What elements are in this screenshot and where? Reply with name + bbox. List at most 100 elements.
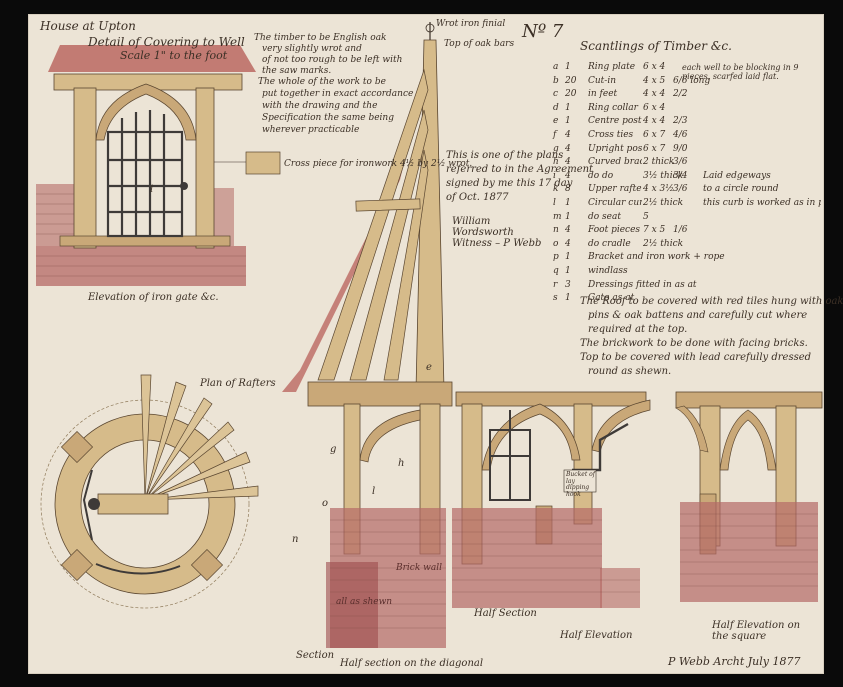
gate-roof	[48, 45, 256, 72]
schedule-cell-size: 7 x 5	[643, 225, 666, 236]
letter-o: o	[322, 498, 329, 509]
schedule-cell-mark: h	[553, 157, 559, 168]
letter-k: i	[150, 184, 154, 195]
schedule-cell-mark: f	[553, 129, 557, 140]
label-bottom-centre: Half section on the diagonal	[340, 658, 484, 669]
schedule-cell-size: 2½ thick	[643, 197, 684, 208]
half-section-brick-base	[600, 568, 640, 608]
footer-note-2: pins & oak battens and carefully cut whe…	[588, 310, 808, 321]
schedule-cell-mark: k	[553, 184, 559, 195]
schedule-cell-qty: 4	[565, 170, 571, 181]
schedule-cell-mark: l	[553, 197, 556, 208]
schedule-cell-note: to a circle round	[703, 184, 779, 195]
letter-g: g	[330, 444, 337, 455]
schedule-cell-mark: p	[553, 252, 559, 263]
timber-spec-1: The timber to be English oak	[254, 33, 387, 43]
spire-rafters	[317, 68, 429, 381]
schedule-cell-length: 4/6	[673, 129, 688, 140]
signature: William Wordsworth Witness – P Webb	[452, 216, 542, 249]
plan-gate-iron	[82, 469, 181, 575]
schedule-heading: Scantlings of Timber &c.	[580, 39, 732, 53]
schedule-cell-name: Gate as at	[588, 293, 635, 304]
schedule-cell-name: do cradle	[588, 238, 631, 249]
schedule-cell-qty: 1	[565, 102, 571, 113]
schedule-cell-note: this curb is worked as in plan	[703, 197, 821, 208]
title-line-2: Detail of Covering to Well	[88, 35, 245, 49]
plan-centre-post	[97, 493, 169, 515]
letter-l: l	[372, 486, 376, 497]
schedule-cell-note: Laid edgeways	[703, 170, 771, 181]
schedule-cell-qty: 1	[565, 265, 571, 276]
signature-line-2: referred to in the Agreement	[446, 164, 594, 175]
spire-section	[282, 22, 453, 648]
schedule-cell-qty: 4	[565, 238, 571, 249]
schedule-cell-name: Foot pieces	[588, 225, 641, 236]
schedule-cell-qty: 1	[565, 197, 571, 208]
footer-note-3: required at the top.	[588, 324, 688, 335]
framing-spec-2: put together in exact accordance	[262, 89, 414, 99]
schedule-cell-length: 3/6	[673, 157, 688, 168]
schedule-cell-qty: 8	[565, 184, 571, 195]
footer-note-4: The brickwork to be done with facing bri…	[580, 338, 808, 349]
section-brick-step	[326, 562, 378, 648]
half-section-gate	[489, 410, 531, 501]
iron-gate	[106, 110, 184, 238]
schedule-cell-length: 2/2	[673, 89, 688, 100]
label-section: Section	[296, 650, 335, 661]
schedule-cell-qty: 4	[565, 225, 571, 236]
finial-ball	[425, 23, 435, 33]
signature-line-3: signed by me this 17 day	[446, 178, 573, 189]
schedule-cell-name: Upper rafters	[588, 184, 642, 195]
schedule-cell-size: 5	[643, 211, 649, 222]
schedule-cell-qty: 4	[565, 157, 571, 168]
letter-e: e	[426, 362, 432, 373]
plan-post-3	[190, 548, 224, 582]
schedule-cell-size: 6 x 7	[643, 129, 666, 140]
schedule-cell-qty: 1	[565, 211, 571, 222]
ironwork-cross-piece	[245, 151, 281, 175]
letter-n: n	[292, 534, 299, 545]
schedule-cell-name: Upright posts	[588, 143, 642, 154]
schedule-cell-qty: 4	[565, 129, 571, 140]
schedule-cell-name: Curved braces	[588, 157, 642, 168]
half-elev-brace-left	[675, 405, 709, 453]
schedule-cell-length: 1/6	[673, 225, 688, 236]
schedule-cell-mark: n	[553, 225, 559, 236]
schedule-cell-size: 4 x 5	[643, 75, 666, 86]
label-brick-wall: Brick wall	[396, 563, 442, 573]
schedule-cell-mark: a	[553, 62, 559, 72]
schedule-cell-name: do seat	[588, 211, 621, 222]
label-gate-elevation: Elevation of iron gate &c.	[88, 292, 219, 303]
schedule-cell-mark: s	[553, 293, 558, 304]
schedule-cell-mark: m	[553, 211, 562, 222]
schedule-cell-qty: 1	[565, 116, 571, 127]
schedule-cell-size: 4 x 4	[643, 116, 666, 127]
label-half-elevation: Half Elevation	[560, 630, 633, 641]
schedule-cell-size: 6 x 4	[643, 102, 666, 113]
half-elev-brick	[680, 502, 818, 602]
sheet-number: Nº 7	[522, 21, 564, 42]
schedule-cell-qty: 1	[565, 62, 571, 72]
label-half-section: Half Section	[474, 608, 537, 619]
plan-hinge	[88, 498, 100, 510]
label-brick-wall-note: all as shewn	[336, 597, 393, 607]
schedule-cell-size: 2 thick	[643, 157, 675, 168]
author-signature: P Webb Archt July 1877	[668, 655, 801, 668]
schedule-cell-mark: b	[553, 75, 559, 86]
plan-post-1	[60, 430, 94, 464]
schedule-cell-mark: o	[553, 238, 559, 249]
schedule-cell-mark: d	[553, 102, 559, 113]
